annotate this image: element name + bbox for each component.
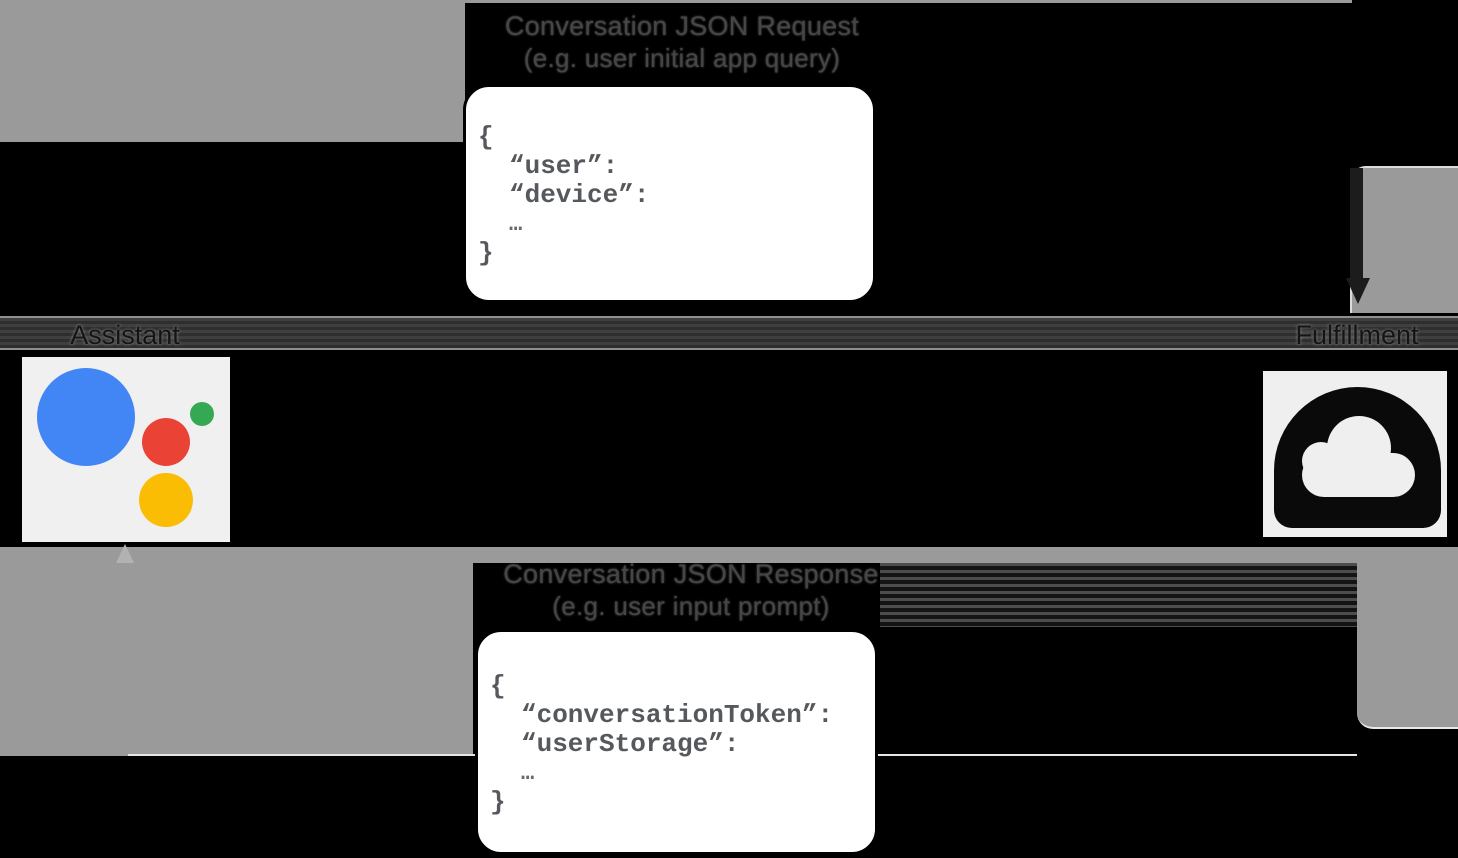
request-caption: Conversation JSON Request (e.g. user ini… <box>372 10 992 74</box>
fulfillment-tile <box>1263 371 1447 537</box>
request-json-box: { “user”: “device”: … } <box>463 84 876 303</box>
request-title: Conversation JSON Request <box>504 11 860 41</box>
request-arrow-top-edge <box>0 0 1352 3</box>
assistant-blue-circle <box>37 368 135 466</box>
request-subtitle: (e.g. user initial app query) <box>523 43 841 73</box>
response-arrow-band-left <box>0 547 473 756</box>
assistant-yellow-circle <box>139 473 193 527</box>
response-caption: Conversation JSON Response (e.g. user in… <box>381 558 1001 622</box>
google-assistant-logo-icon <box>22 357 230 542</box>
response-json-box: { “conversationToken”: “userStorage”: … … <box>475 629 878 855</box>
assistant-red-circle <box>142 418 190 466</box>
request-arrow-band-left <box>0 0 465 142</box>
response-arrow-band-striped <box>880 563 1357 627</box>
request-arrowhead-down-icon <box>1346 278 1370 304</box>
response-subtitle: (e.g. user input prompt) <box>552 591 830 621</box>
assistant-green-circle <box>190 402 214 426</box>
fulfillment-label: Fulfillment <box>1295 320 1419 350</box>
code-key-user: “user”: <box>509 151 619 181</box>
assistant-label: Assistant <box>70 320 180 350</box>
request-arrow-shaft <box>1350 168 1363 280</box>
cloud-icon-base <box>1302 453 1415 497</box>
code-close-brace: } <box>478 238 494 268</box>
response-arrowhead-up-icon <box>116 544 134 563</box>
code-open-brace: { <box>478 122 494 152</box>
response-title: Conversation JSON Response <box>503 559 879 589</box>
response-arrow-top-edge <box>473 547 1357 563</box>
code-key-user-storage: “userStorage”: <box>521 729 740 759</box>
code-open-brace: { <box>490 671 506 701</box>
response-arrow-band-right <box>1357 547 1458 729</box>
code-close-brace: } <box>490 787 506 817</box>
node-label-band <box>0 316 1458 350</box>
code-key-device: “device”: <box>509 180 650 210</box>
code-key-conversation-token: “conversationToken”: <box>521 700 834 730</box>
code-ellipsis: … <box>521 761 535 786</box>
code-ellipsis: … <box>509 212 523 237</box>
